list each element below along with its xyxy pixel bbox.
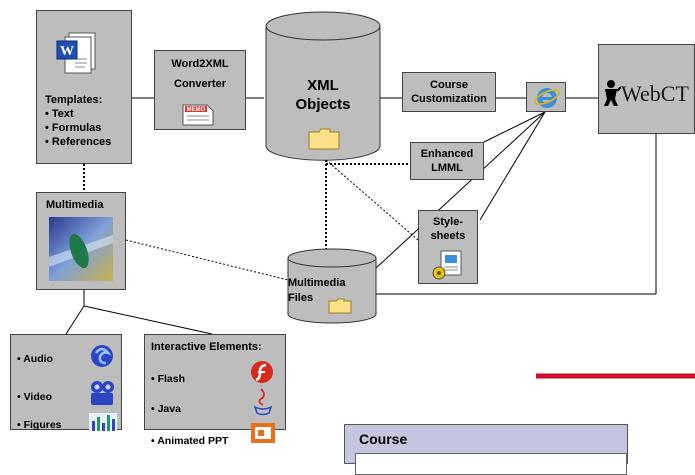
interactive-title: Interactive Elements: <box>151 341 262 353</box>
interactive-item-flash: • Flash <box>151 373 186 385</box>
course-customization-line1: Course <box>430 79 468 91</box>
xml-objects-line2: Objects <box>295 96 351 113</box>
webct-box: WebCT <box>598 44 695 134</box>
word-document-icon: W <box>56 32 96 74</box>
multimedia-box: Multimedia <box>36 192 126 290</box>
converter-line2: Converter <box>174 78 226 90</box>
svg-text:W: W <box>60 44 74 59</box>
xml-objects-line1: XML <box>307 77 339 94</box>
stylesheets-box: Style- sheets <box>418 210 478 284</box>
templates-title: Templates: <box>45 94 103 106</box>
interactive-item-animated-ppt: • Animated PPT <box>151 435 229 447</box>
webct-label: WebCT <box>621 81 689 106</box>
media-item-figures: • Figures <box>17 419 62 431</box>
media-item-audio: • Audio <box>17 353 53 365</box>
multimedia-files-line1: Multimedia <box>288 277 346 289</box>
powerpoint-icon <box>251 423 275 443</box>
webct-mascot-icon <box>604 80 621 106</box>
video-camera-icon <box>91 381 114 405</box>
interactive-elements-box: Interactive Elements: • Flash • Java • A… <box>144 334 286 447</box>
enhanced-lmml-line1: Enhanced <box>420 148 474 160</box>
browser-box <box>526 82 566 112</box>
course-customization-line2: Customization <box>411 93 487 105</box>
word2xml-converter-box: Word2XML Converter MEMO <box>154 50 246 130</box>
internet-explorer-icon <box>534 88 560 108</box>
java-icon <box>253 388 273 416</box>
folder-icon <box>308 128 340 150</box>
stylesheets-line2: sheets <box>430 230 466 242</box>
multimedia-files-cylinder <box>287 248 377 324</box>
media-item-video: • Video <box>17 391 52 403</box>
course-panel-title: Course <box>359 431 408 447</box>
multimedia-image-icon <box>49 217 113 281</box>
course-customization-box: Course Customization <box>402 72 496 112</box>
xml-objects-cylinder <box>265 11 381 161</box>
templates-item-text: • Text <box>45 108 74 120</box>
media-types-box: • Audio • Video • Figures <box>10 334 122 431</box>
interactive-item-java: • Java <box>151 403 181 415</box>
memo-text: MEMO <box>187 107 206 113</box>
multimedia-files-line2: Files <box>288 292 314 304</box>
stylesheet-document-icon <box>432 250 462 280</box>
audio-icon <box>91 345 113 367</box>
chart-figures-icon <box>89 413 117 431</box>
templates-box: W Templates: • Text • Formulas • Referen… <box>36 10 132 164</box>
enhanced-lmml-line2: LMML <box>431 162 463 174</box>
stylesheets-line1: Style- <box>433 216 463 228</box>
templates-item-references: • References <box>45 136 112 148</box>
course-panel: Course <box>344 424 628 475</box>
multimedia-title: Multimedia <box>46 199 104 211</box>
enhanced-lmml-box: Enhanced LMML <box>410 142 484 180</box>
memo-icon: MEMO <box>182 104 214 126</box>
folder-icon-small <box>328 298 352 314</box>
converter-line1: Word2XML <box>171 58 229 70</box>
flash-icon <box>251 361 273 383</box>
templates-item-formulas: • Formulas <box>45 122 102 134</box>
connector-lines <box>65 97 695 379</box>
